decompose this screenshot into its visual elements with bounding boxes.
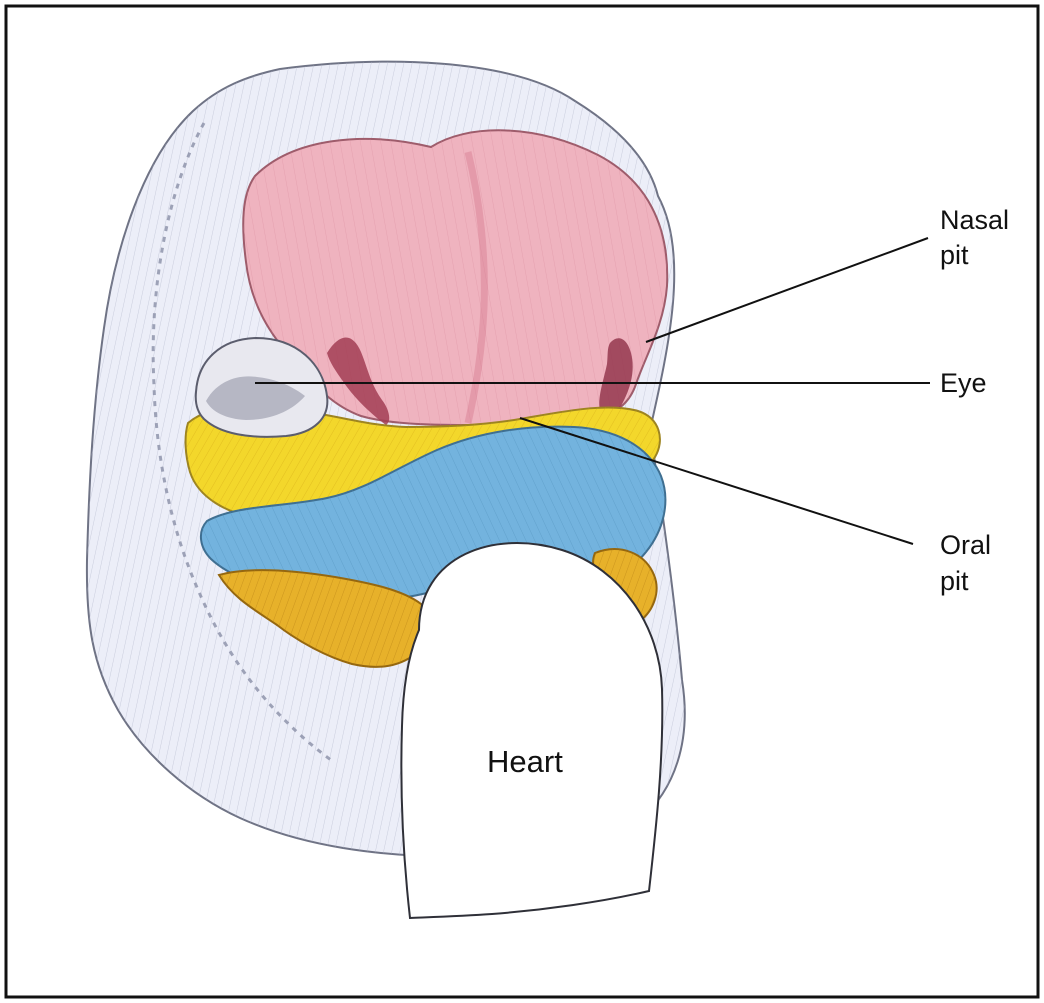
nasal-pit-label-line-1: Nasal (940, 205, 1009, 235)
oral-pit-label-line-1: Oral (940, 530, 991, 560)
nasal-pit-leader-line (646, 238, 928, 342)
nasal-pit-label-line-2: pit (940, 240, 969, 270)
heart (401, 543, 662, 918)
oral-pit-label-line-2: pit (940, 566, 969, 596)
eye-label: Eye (940, 368, 987, 398)
heart-label: Heart (487, 744, 563, 779)
